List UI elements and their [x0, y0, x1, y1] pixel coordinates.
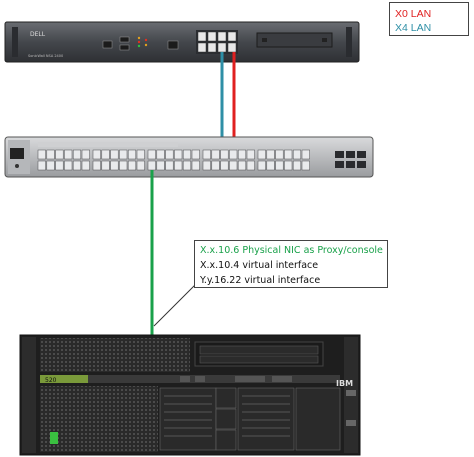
switch-port [301, 160, 310, 171]
cable-legend: X0 LAN X4 LAN [389, 2, 469, 36]
console-port [102, 40, 113, 49]
switch-port [220, 160, 229, 171]
switch-port [266, 149, 275, 160]
switch-port [72, 160, 82, 171]
switch-port [211, 160, 220, 171]
switch-port [174, 160, 183, 171]
annotation-pointer [153, 282, 198, 327]
switch-port [202, 160, 211, 171]
switch-port [55, 149, 64, 160]
server-brand-text: IBM [336, 379, 353, 388]
switch-port [46, 160, 55, 171]
switch-port [64, 149, 73, 160]
switch-port [127, 149, 137, 160]
expansion-slot [256, 32, 333, 48]
legend-x0-lan: X0 LAN [395, 8, 432, 20]
drive-bays [159, 387, 341, 451]
model-badge [40, 375, 88, 383]
annotation-line-virtual-1: X.x.10.4 virtual interface [200, 260, 319, 271]
server-model-text: 520 [45, 377, 57, 384]
switch-port [127, 160, 137, 171]
switch-port [92, 160, 101, 171]
switch-port-array [37, 149, 310, 171]
switch-port [246, 149, 255, 160]
switch-port [119, 160, 128, 171]
network-switch [4, 136, 374, 178]
switch-port [81, 160, 90, 171]
switch-port [220, 149, 229, 160]
switch-port [136, 149, 145, 160]
switch-port [191, 149, 200, 160]
firewall-model-text: SonicWall NSA 2400 [28, 54, 63, 58]
switch-port [229, 160, 238, 171]
switch-port [174, 149, 183, 160]
server-interface-annotation: X.x.10.6 Physical NIC as Proxy/console X… [194, 240, 388, 288]
annotation-line-virtual-2: Y.y.16.22 virtual interface [200, 275, 321, 286]
switch-port [211, 149, 220, 160]
switch-port [156, 160, 165, 171]
switch-port [292, 160, 302, 171]
switch-port [156, 149, 165, 160]
switch-port [165, 149, 174, 160]
switch-port [37, 149, 46, 160]
switch-port [292, 149, 302, 160]
switch-port [257, 149, 266, 160]
switch-port [237, 149, 247, 160]
firewall-appliance: DELL SonicWall NSA 2400 [4, 21, 360, 63]
switch-port [110, 160, 119, 171]
switch-port [301, 149, 310, 160]
switch-port [182, 160, 192, 171]
switch-port [136, 160, 145, 171]
switch-port [101, 160, 110, 171]
switch-port [284, 160, 293, 171]
annotation-line-physical-nic: X.x.10.6 Physical NIC as Proxy/console [200, 245, 383, 256]
sfp-ports [335, 151, 366, 168]
usb-port [119, 36, 130, 43]
switch-port [46, 149, 55, 160]
switch-port [266, 160, 275, 171]
power-led [50, 432, 58, 444]
ibm-server: 520 IBM [19, 334, 361, 456]
switch-port [246, 160, 255, 171]
power-socket [10, 148, 24, 159]
switch-port [275, 149, 284, 160]
switch-port [81, 149, 90, 160]
switch-port [55, 160, 64, 171]
switch-port [119, 149, 128, 160]
switch-port [37, 160, 46, 171]
switch-port [110, 149, 119, 160]
switch-port [165, 160, 174, 171]
switch-port [147, 149, 156, 160]
mgmt-port [167, 40, 179, 50]
switch-port [92, 149, 101, 160]
switch-port [284, 149, 293, 160]
switch-port [237, 160, 247, 171]
switch-port [182, 149, 192, 160]
switch-port [101, 149, 110, 160]
firewall-brand-text: DELL [30, 31, 46, 38]
switch-port [275, 160, 284, 171]
switch-port [229, 149, 238, 160]
switch-port [72, 149, 82, 160]
switch-port [257, 160, 266, 171]
switch-port [191, 160, 200, 171]
switch-port [64, 160, 73, 171]
switch-port [147, 160, 156, 171]
usb-port [119, 44, 130, 51]
legend-x4-lan: X4 LAN [395, 22, 432, 34]
firewall-lan-ports [196, 30, 238, 54]
switch-port [202, 149, 211, 160]
